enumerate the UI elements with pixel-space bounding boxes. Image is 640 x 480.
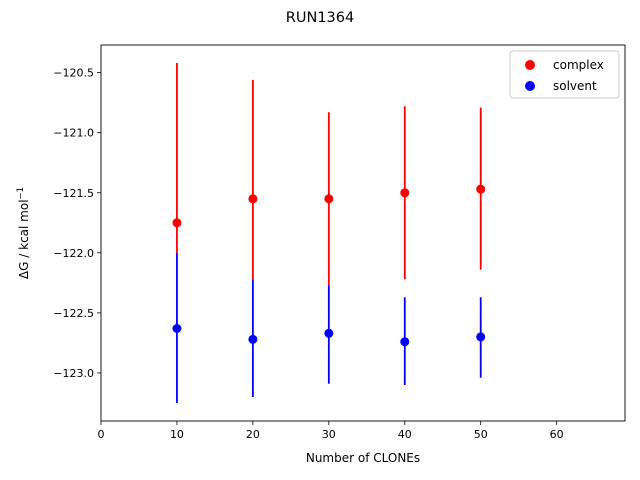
y-tick-label: −121.0 <box>53 127 94 140</box>
legend-label-solvent: solvent <box>553 79 597 93</box>
data-point-solvent-50 <box>476 332 486 342</box>
y-axis-label-main: ΔG / kcal mol <box>17 199 31 279</box>
x-tick-label: 50 <box>474 428 488 441</box>
y-axis-label-superscript: −1 <box>16 187 26 200</box>
plot-frame <box>100 44 626 422</box>
data-point-solvent-30 <box>324 328 334 338</box>
y-tick-label: −122.0 <box>53 247 94 260</box>
data-point-complex-10 <box>172 218 182 228</box>
data-point-solvent-10 <box>172 324 182 334</box>
x-tick-label: 10 <box>170 428 184 441</box>
data-points <box>172 184 486 347</box>
x-axis-ticks: 0 10 20 30 40 50 60 <box>98 421 564 441</box>
y-tick-label: −123.0 <box>53 367 94 380</box>
data-point-solvent-20 <box>248 334 258 344</box>
data-point-complex-20 <box>248 194 258 204</box>
x-tick-label: 40 <box>398 428 412 441</box>
data-point-solvent-40 <box>400 337 410 347</box>
y-tick-label: −120.5 <box>53 67 94 80</box>
legend-marker-complex <box>525 60 535 70</box>
legend-box <box>509 50 620 99</box>
y-axis-label: ΔG / kcal mol−1 <box>16 187 31 279</box>
data-point-complex-50 <box>476 184 486 194</box>
x-tick-label: 0 <box>98 428 105 441</box>
x-tick-label: 60 <box>550 428 564 441</box>
y-axis-ticks: −120.5 −121.0 −121.5 −122.0 −122.5 −123.0 <box>53 67 101 380</box>
data-point-complex-40 <box>400 188 410 198</box>
x-tick-label: 20 <box>246 428 260 441</box>
x-axis-label: Number of CLONEs <box>306 451 420 465</box>
legend: complex solvent <box>509 50 620 99</box>
x-tick-label: 30 <box>322 428 336 441</box>
y-tick-label: −121.5 <box>53 187 94 200</box>
y-tick-label: −122.5 <box>53 307 94 320</box>
data-point-complex-30 <box>324 194 334 204</box>
chart-title: RUN1364 <box>286 10 354 26</box>
legend-marker-solvent <box>525 81 535 91</box>
legend-label-complex: complex <box>553 58 604 72</box>
